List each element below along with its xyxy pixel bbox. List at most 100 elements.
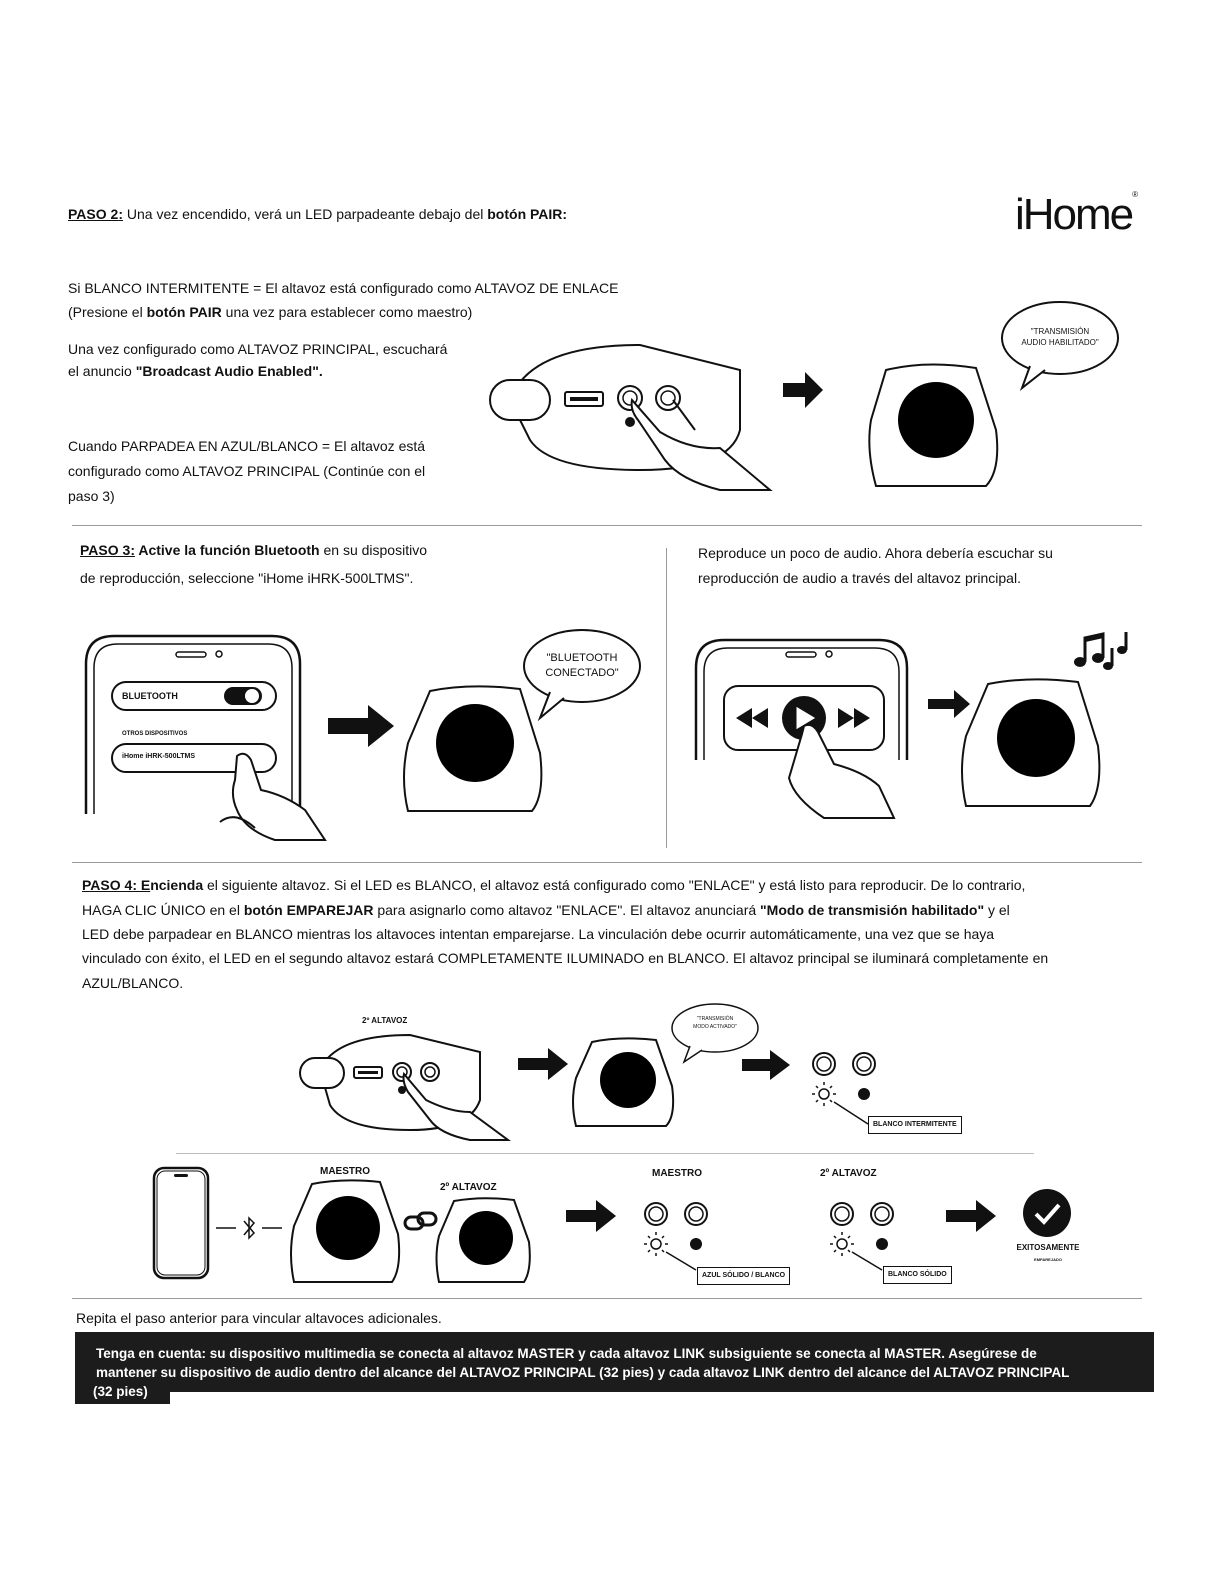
note-line2: mantener su dispositivo de audio dentro …	[96, 1365, 1070, 1380]
step3-bubble-text: "BLUETOOTH CONECTADO"	[527, 651, 637, 681]
step3-heading-text: en su dispositivo	[319, 542, 427, 558]
step4-line1: PASO 4: Encienda el siguiente altavoz. S…	[82, 873, 1025, 897]
step3-right-line2: reproducción de audio a través del altav…	[698, 570, 1021, 586]
note-line3: (32 pies)	[93, 1384, 148, 1399]
step2-label: PASO 2:	[68, 206, 123, 222]
step4-line2-c: y el	[984, 902, 1010, 918]
step2-principal-line2-a: el anuncio	[68, 363, 136, 379]
step4-line2-a: HAGA CLIC ÚNICO en el	[82, 902, 244, 918]
step4-line2: HAGA CLIC ÚNICO en el botón EMPAREJAR pa…	[82, 898, 1010, 922]
phone-icon	[694, 638, 909, 819]
second-speaker-led-label: 2º ALTAVOZ	[820, 1168, 877, 1179]
success-label: EXITOSAMENTE	[1016, 1243, 1080, 1252]
speaker-icon	[403, 685, 543, 812]
link-icon	[403, 1211, 438, 1231]
note-box-tail	[75, 1392, 170, 1404]
led-status-indicator	[830, 1202, 894, 1271]
second-speaker-label: 2º ALTAVOZ	[362, 1016, 408, 1025]
step2-bubble-text: "TRANSMISIÓN AUDIO HABILITADO"	[1005, 326, 1115, 348]
hand-icon	[630, 397, 773, 491]
speaker-icon	[435, 1197, 531, 1283]
paired-label: EMPAREJADO	[1034, 1257, 1062, 1262]
divider	[72, 862, 1142, 863]
step4-label: PASO 4: E	[82, 877, 151, 893]
solid-blue-white-label: AZUL SÓLIDO / BLANCO	[697, 1267, 791, 1285]
step4-bubble-line2: MODO ACTIVADO"	[693, 1024, 737, 1030]
note-line1: Tenga en cuenta: su dispositivo multimed…	[96, 1346, 1037, 1361]
hand-icon	[219, 752, 327, 841]
speaker-icon	[572, 1037, 675, 1127]
hand-icon	[787, 723, 896, 819]
step2-heading: PASO 2: Una vez encendido, verá un LED p…	[68, 202, 567, 226]
step3-bubble-line2: CONECTADO"	[545, 667, 619, 679]
speaker-icon	[290, 1179, 401, 1283]
step3-bubble-line1: "BLUETOOTH	[546, 652, 618, 664]
step2-principal-line2: el anuncio "Broadcast Audio Enabled".	[68, 359, 323, 383]
step2-heading-text: Una vez encendido, verá un LED parpadean…	[122, 206, 488, 222]
power-button-icon	[655, 385, 681, 411]
blinking-led-icon	[818, 1088, 830, 1100]
arrow-icon	[742, 1050, 790, 1080]
arrow-icon	[328, 705, 394, 747]
speaker-back-panel-illustration	[489, 343, 773, 491]
second-speaker-label-b: 2º ALTAVOZ	[440, 1182, 497, 1193]
master-speaker-label: MAESTRO	[320, 1166, 370, 1177]
step4-line3: LED debe parpadear en BLANCO mientras lo…	[82, 926, 995, 942]
power-port-icon	[489, 379, 551, 421]
music-notes-icon	[1074, 632, 1128, 670]
speech-bubble-icon	[523, 629, 641, 722]
step3-heading: PASO 3: Active la función Bluetooth en s…	[80, 538, 427, 562]
step2-white-line2-b: una vez para establecer como maestro)	[221, 304, 473, 320]
usb-port-icon	[564, 391, 604, 407]
step2-principal-line1: Una vez configurado como ALTAVOZ PRINCIP…	[68, 341, 448, 357]
step2-white-line2-a: (Presione el	[68, 304, 147, 320]
step2-heading-bold: botón PAIR:	[487, 206, 568, 222]
bluetooth-icon	[216, 1216, 282, 1240]
led-icon	[625, 417, 635, 427]
phone-icon	[152, 1166, 210, 1280]
arrow-icon	[783, 372, 823, 408]
device-list-item: iHome iHRK-500LTMS	[122, 753, 195, 760]
step2-white-line1: Si BLANCO INTERMITENTE = El altavoz está…	[68, 280, 619, 296]
step2-bubble-line2: AUDIO HABILITADO"	[1021, 338, 1099, 347]
step4-heading-bold: ncienda	[150, 877, 204, 893]
phone-icon	[84, 634, 302, 814]
step4-bubble-text: "TRANSMISIÓN MODO ACTIVADO"	[675, 1015, 755, 1031]
speaker-icon	[868, 363, 999, 487]
step4-line4: vinculado con éxito, el LED en el segund…	[82, 950, 1049, 966]
arrow-icon	[946, 1200, 996, 1232]
divider	[666, 548, 667, 848]
repeat-instruction: Repita el paso anterior para vincular al…	[76, 1310, 442, 1326]
master-led-label: MAESTRO	[652, 1168, 702, 1179]
step2-principal-line2-bold: "Broadcast Audio Enabled".	[135, 363, 323, 379]
speaker-icon	[961, 678, 1101, 807]
divider	[176, 1153, 1034, 1154]
note-box: Tenga en cuenta: su dispositivo multimed…	[75, 1332, 1154, 1392]
led-status-indicator	[644, 1202, 708, 1271]
speaker-back-panel-illustration	[299, 1033, 512, 1141]
step2-bubble-line1: "TRANSMISIÓN	[1030, 327, 1090, 336]
step2-white-line2-bold: botón PAIR	[146, 304, 222, 320]
arrow-icon	[566, 1200, 616, 1232]
step4-line2-bold1: botón EMPAREJAR	[243, 902, 374, 918]
checkmark-icon	[1023, 1189, 1071, 1237]
step2-blue-line2: configurado como ALTAVOZ PRINCIPAL (Cont…	[68, 463, 426, 479]
speech-bubble-icon	[671, 1003, 759, 1064]
step4-line2-bold2: "Modo de transmisión habilitado"	[760, 902, 985, 918]
solid-white-label: BLANCO SÓLIDO	[883, 1266, 952, 1284]
arrow-icon	[928, 690, 970, 718]
step3-label: PASO 3:	[80, 542, 135, 558]
fast-forward-icon	[838, 708, 870, 728]
step4-bubble-line1: "TRANSMISIÓN	[696, 1016, 734, 1022]
step2-blue-line1: Cuando PARPADEA EN AZUL/BLANCO = El alta…	[68, 438, 426, 454]
step3-heading-bold: Active la función Bluetooth	[134, 542, 320, 558]
logo-text: iHome	[1015, 190, 1134, 239]
divider	[72, 525, 1142, 526]
arrow-icon	[518, 1048, 568, 1080]
step4-line1-text: el siguiente altavoz. Si el LED es BLANC…	[203, 877, 1026, 893]
step3-heading-line2: de reproducción, seleccione "iHome iHRK-…	[80, 570, 414, 586]
step3-right-line1: Reproduce un poco de audio. Ahora deberí…	[698, 545, 1053, 561]
step4-line2-b: para asignarlo como altavoz "ENLACE". El…	[373, 902, 761, 918]
step2-white-line2: (Presione el botón PAIR una vez para est…	[68, 300, 472, 324]
other-devices-label: OTROS DISPOSITIVOS	[122, 731, 188, 737]
